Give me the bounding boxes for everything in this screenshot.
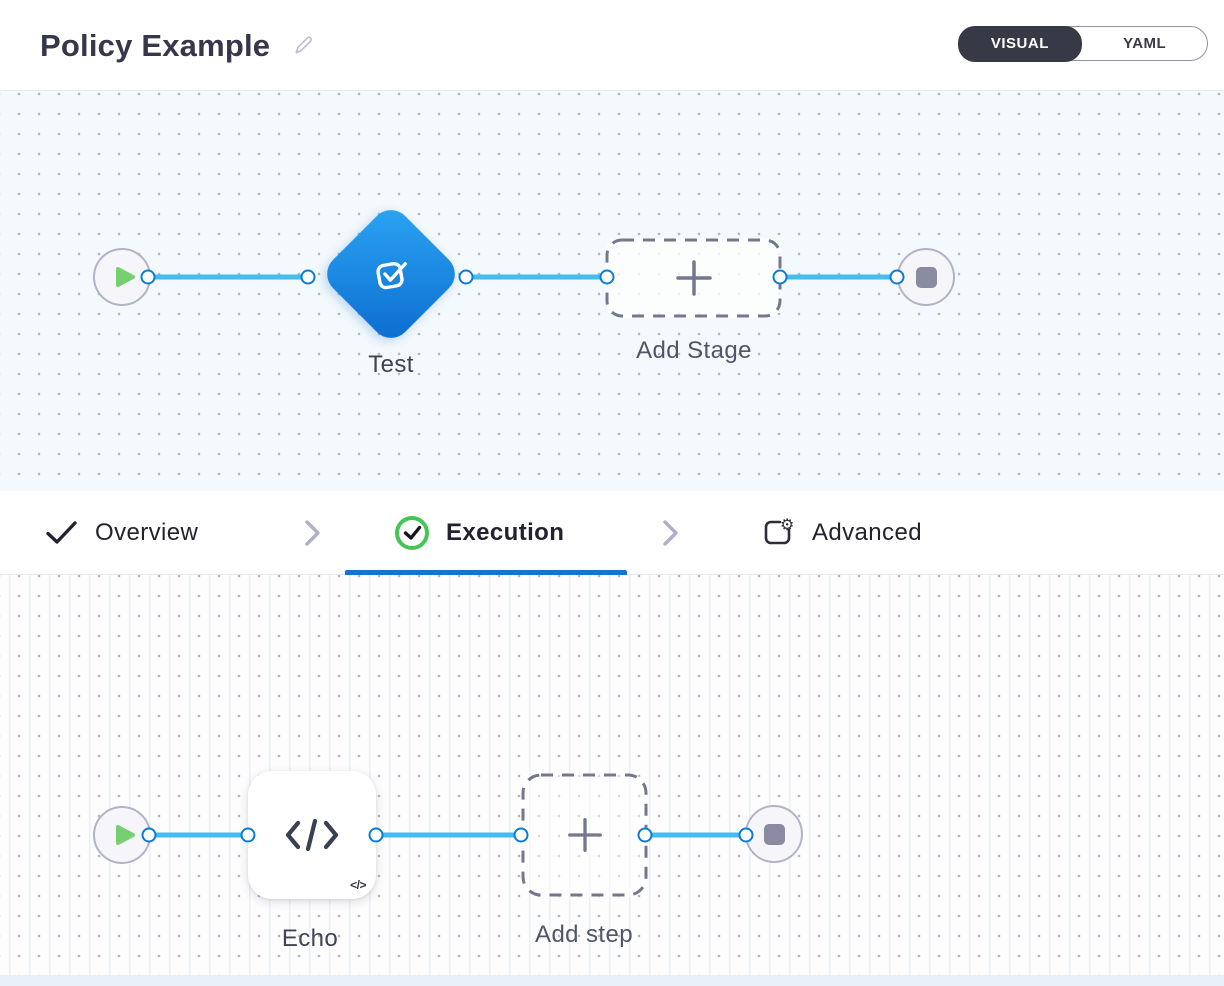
link-port[interactable] xyxy=(599,269,615,285)
play-icon xyxy=(111,822,137,848)
connector-line xyxy=(148,274,308,280)
pipeline-end-node xyxy=(897,248,955,306)
add-step-button[interactable] xyxy=(521,773,648,897)
svg-text:⚙: ⚙ xyxy=(780,517,794,534)
chevron-right-icon xyxy=(658,517,682,549)
canvas-edge-strip xyxy=(0,975,1224,986)
link-port[interactable] xyxy=(513,827,529,843)
step-type-badge: </> xyxy=(350,878,366,892)
approval-check-icon xyxy=(368,251,414,297)
stage-node-test[interactable] xyxy=(318,201,464,347)
pencil-icon xyxy=(292,34,315,57)
code-icon xyxy=(284,815,340,855)
stage-canvas[interactable]: Test Add Stage xyxy=(0,91,1224,491)
execution-canvas[interactable]: </> Echo Add step xyxy=(0,575,1224,986)
edit-title-button[interactable] xyxy=(292,34,315,57)
connector-line xyxy=(780,274,897,280)
connector-line xyxy=(149,832,248,838)
tab-overview[interactable]: Overview xyxy=(45,519,198,547)
stage-label: Test xyxy=(368,351,414,378)
step-label: Echo xyxy=(281,925,339,952)
add-stage-label: Add Stage xyxy=(636,337,752,364)
connector-line xyxy=(376,832,521,838)
add-step-label: Add step xyxy=(535,921,633,948)
play-icon xyxy=(111,264,137,290)
chevron-right-icon xyxy=(300,517,324,549)
tab-advanced[interactable]: ⚙ Advanced xyxy=(760,516,922,550)
step-node-echo[interactable]: </> xyxy=(248,771,376,899)
link-port[interactable] xyxy=(300,269,316,285)
link-port[interactable] xyxy=(140,269,156,285)
visual-yaml-toggle: VISUAL YAML xyxy=(957,25,1208,62)
stop-icon xyxy=(763,823,785,845)
stop-icon xyxy=(915,266,937,288)
execution-end-node xyxy=(745,805,803,863)
tab-advanced-label: Advanced xyxy=(812,518,922,546)
link-port[interactable] xyxy=(141,827,157,843)
link-port[interactable] xyxy=(772,269,788,285)
visual-toggle-button[interactable]: VISUAL xyxy=(957,25,1083,62)
plus-icon xyxy=(564,814,606,856)
active-tab-indicator xyxy=(345,570,627,575)
link-port[interactable] xyxy=(637,827,653,843)
tab-execution-label: Execution xyxy=(446,518,565,546)
check-icon xyxy=(45,520,78,546)
link-port[interactable] xyxy=(738,827,754,843)
plus-icon xyxy=(672,256,716,300)
link-port[interactable] xyxy=(240,827,256,843)
tab-overview-label: Overview xyxy=(95,518,199,546)
advanced-settings-icon: ⚙ xyxy=(760,516,795,550)
tab-execution[interactable]: Execution xyxy=(395,515,565,550)
yaml-toggle-button[interactable]: YAML xyxy=(1082,27,1207,60)
add-stage-button[interactable] xyxy=(605,238,782,318)
title-row: Policy Example xyxy=(40,0,315,91)
link-port[interactable] xyxy=(368,827,384,843)
link-port[interactable] xyxy=(458,269,474,285)
success-circle-icon xyxy=(395,515,429,550)
header: Policy Example VISUAL YAML xyxy=(0,0,1224,91)
page-title: Policy Example xyxy=(40,27,271,63)
connector-line xyxy=(645,832,746,838)
link-port[interactable] xyxy=(889,269,905,285)
stage-config-tabs: Overview Execution ⚙ xyxy=(0,491,1224,575)
connector-line xyxy=(466,274,607,280)
